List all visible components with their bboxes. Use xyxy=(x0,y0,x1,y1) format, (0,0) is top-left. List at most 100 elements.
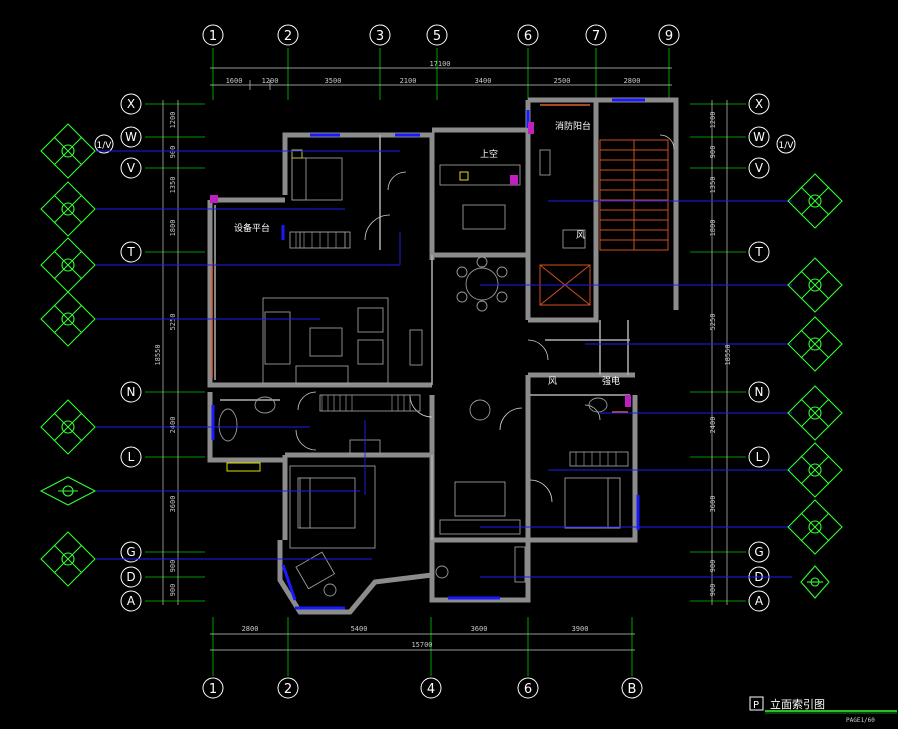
drawing-subtitle: PAGE1/60 xyxy=(846,717,875,724)
room-label-wind: 风 xyxy=(548,376,557,387)
axis-label-top: 6 xyxy=(524,29,532,44)
dimension-segment-top: 2500 xyxy=(554,77,571,85)
dimension-segment-right: 900 xyxy=(709,146,717,159)
dimension-segment-top: 2100 xyxy=(400,77,417,85)
dimension-segment-left: 1350 xyxy=(169,177,177,194)
index-symbols-left xyxy=(39,123,97,587)
dimension-segment-right: 1800 xyxy=(709,220,717,237)
axis-label-top: 5 xyxy=(433,29,441,44)
axis-bubbles-top xyxy=(202,24,680,46)
dimension-segment-right: 3600 xyxy=(709,496,717,513)
dimension-segment-top: 1600 xyxy=(226,77,243,85)
axis-bubbles-sides xyxy=(120,93,770,612)
dimension-segment-left: 3600 xyxy=(169,496,177,513)
windows xyxy=(211,98,645,610)
dimension-segment-left: 900 xyxy=(169,146,177,159)
axis-label-right: X xyxy=(755,97,763,111)
dimension-segment-bottom: 3900 xyxy=(572,625,589,633)
dimension-lines-sides xyxy=(162,100,728,605)
dimension-segment-left: 900 xyxy=(169,560,177,573)
staircase xyxy=(599,139,669,251)
axis-label-left: D xyxy=(126,570,135,584)
index-symbol xyxy=(40,181,96,237)
index-symbol xyxy=(787,173,843,229)
axis-label-top: 2 xyxy=(284,29,292,44)
dimension-segment-left: 1200 xyxy=(169,112,177,129)
index-symbol xyxy=(40,399,96,455)
axis-label-left: G xyxy=(126,545,135,559)
axis-note-left: 1/V xyxy=(97,141,113,151)
dimension-segment-top: 3400 xyxy=(475,77,492,85)
axis-label-left: T xyxy=(126,245,135,259)
axis-label-top: 1 xyxy=(209,29,217,44)
index-symbol xyxy=(787,316,843,372)
dimension-segment-bottom: 3600 xyxy=(471,625,488,633)
index-symbol xyxy=(40,123,96,179)
index-symbol xyxy=(787,385,843,441)
axis-label-top: 9 xyxy=(665,29,673,44)
title-block xyxy=(749,696,897,714)
dimension-total-top: 17100 xyxy=(429,60,450,68)
axis-label-bottom: 6 xyxy=(524,682,532,697)
dimension-segment-left: 1800 xyxy=(169,220,177,237)
axis-label-right: A xyxy=(755,594,764,608)
axis-note-right: 1/V xyxy=(779,141,795,151)
dimension-segment-right: 5250 xyxy=(709,314,717,331)
drawing-title: 立面索引图 xyxy=(770,697,825,711)
dimension-segment-right: 1350 xyxy=(709,177,717,194)
axis-label-right: W xyxy=(753,130,765,144)
axis-label-right: L xyxy=(756,450,763,464)
room-label-extinguisher: 风 xyxy=(576,230,585,241)
inner-walls xyxy=(214,135,630,540)
furniture xyxy=(218,149,629,597)
dimension-segment-top: 3500 xyxy=(325,77,342,85)
axis-label-top: 7 xyxy=(592,29,600,44)
axis-label-bottom: 1 xyxy=(209,682,217,697)
dimension-segment-right: 1200 xyxy=(709,112,717,129)
axis-label-left: X xyxy=(127,97,135,111)
axis-label-right: G xyxy=(754,545,763,559)
dimension-total-left: 18550 xyxy=(154,344,162,365)
axis-label-left: A xyxy=(127,594,136,608)
dimension-lines-bottom xyxy=(210,633,635,651)
dimension-total-right: 18550 xyxy=(724,344,732,365)
room-label-fire-balcony: 消防阳台 xyxy=(555,120,591,132)
doors xyxy=(295,134,675,503)
room-label-equipment-platform: 设备平台 xyxy=(234,222,270,234)
index-symbols-right xyxy=(787,173,843,599)
room-label-strong-elec: 强电 xyxy=(602,375,620,387)
axis-label-left: L xyxy=(128,450,135,464)
index-symbol xyxy=(787,499,843,555)
dimension-segment-right: 900 xyxy=(709,584,717,597)
dimension-segment-bottom: 5400 xyxy=(351,625,368,633)
index-symbol xyxy=(800,565,830,599)
axis-label-right: T xyxy=(754,245,763,259)
dimension-segment-right: 900 xyxy=(709,560,717,573)
index-symbol xyxy=(39,476,97,506)
leader-lines xyxy=(96,150,792,578)
axis-label-top: 3 xyxy=(376,29,384,44)
dimension-lines-top xyxy=(210,67,672,90)
axis-grid-vertical xyxy=(212,48,670,676)
axis-label-right: V xyxy=(755,161,764,175)
axis-label-bottom: 4 xyxy=(427,682,435,697)
dimension-segment-left: 5250 xyxy=(169,314,177,331)
dimension-segment-bottom: 2800 xyxy=(242,625,259,633)
dimension-segment-left: 900 xyxy=(169,584,177,597)
axis-label-bottom: 2 xyxy=(284,682,292,697)
dimension-segment-left: 2400 xyxy=(169,417,177,434)
index-symbol xyxy=(40,531,96,587)
index-symbol xyxy=(787,442,843,498)
index-symbol xyxy=(40,291,96,347)
title-tag: P xyxy=(753,700,759,711)
room-label-void: 上空 xyxy=(480,148,498,160)
axis-bubbles-bottom xyxy=(202,677,643,699)
index-symbol xyxy=(787,257,843,313)
axis-label-bottom: B xyxy=(628,682,637,697)
axis-label-left: V xyxy=(127,161,136,175)
dimension-segment-top: 1200 xyxy=(262,77,279,85)
dimension-segment-top: 2800 xyxy=(624,77,641,85)
axis-label-left: W xyxy=(125,130,137,144)
